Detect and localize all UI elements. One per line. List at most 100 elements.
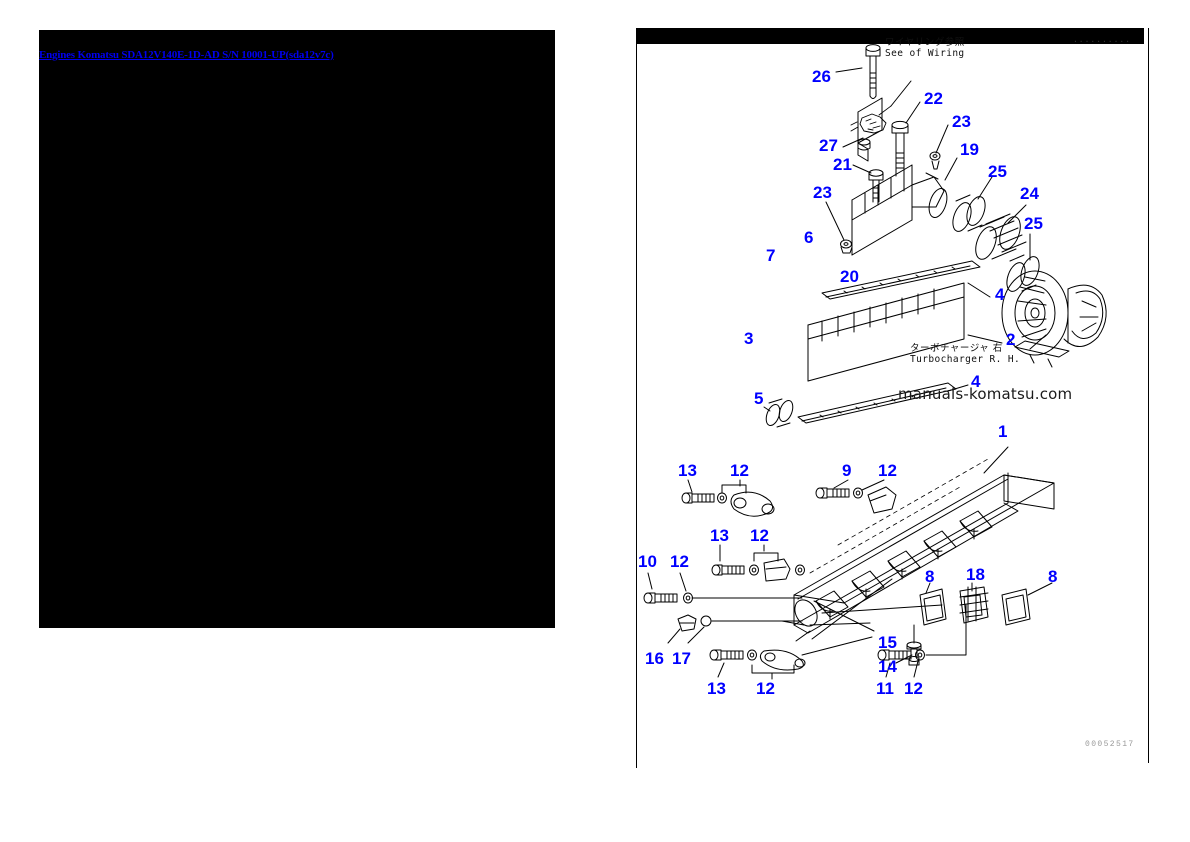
- part-23-washer-upper: [930, 152, 940, 169]
- part-2-manifold: [808, 283, 964, 381]
- callout-number-24[interactable]: 24: [1020, 184, 1039, 203]
- callout-number-14[interactable]: 14: [878, 657, 897, 676]
- callout-number-12[interactable]: 12: [904, 679, 923, 698]
- callout-number-2[interactable]: 2: [1006, 330, 1016, 349]
- callout-number-4[interactable]: 4: [995, 285, 1005, 304]
- part-23-washer-lower: [841, 240, 853, 253]
- part-9-bolt: [816, 488, 849, 498]
- leader-25a: [978, 177, 992, 199]
- leader-12f: [914, 661, 918, 677]
- callout-number-17[interactable]: 17: [672, 649, 691, 668]
- part-12-washer-e: [684, 593, 693, 603]
- assembly-line-11: [926, 605, 966, 655]
- leader-12b: [862, 480, 884, 490]
- callout-number-12[interactable]: 12: [750, 526, 769, 545]
- part-12-washer-b: [854, 488, 863, 498]
- annotation-turbocharger-jp: ターボチャージャ 右: [910, 343, 1003, 354]
- callout-number-23[interactable]: 23: [952, 112, 971, 131]
- leader-21: [853, 165, 871, 173]
- leader-4b: [948, 385, 968, 391]
- part-21-bolt: [869, 170, 883, 202]
- part-12-washer-c: [750, 565, 759, 575]
- leader-23b: [826, 202, 844, 240]
- callout-number-8[interactable]: 8: [925, 567, 935, 586]
- callout-number-16[interactable]: 16: [645, 649, 664, 668]
- callout-number-8[interactable]: 8: [1048, 567, 1058, 586]
- part-18-spacer: [960, 587, 988, 623]
- callout-number-3[interactable]: 3: [744, 329, 754, 348]
- part-12-washer-d: [796, 565, 805, 575]
- diagram-top-bar: [636, 28, 1144, 44]
- leader-12d: [680, 573, 686, 591]
- callout-number-6[interactable]: 6: [804, 228, 814, 247]
- hidden-construction-lines: [810, 459, 988, 573]
- callout-number-12[interactable]: 12: [756, 679, 775, 698]
- clamp-piece-b: [764, 559, 790, 581]
- part-8-gasket-right: [1002, 589, 1030, 625]
- wiring-harness-sketch: [851, 106, 891, 133]
- diagram-code-top: ..........: [1073, 36, 1132, 45]
- part-12-washer-f: [748, 650, 757, 660]
- callout-number-11[interactable]: 11: [876, 679, 894, 698]
- bracket-12-c: [752, 665, 794, 673]
- part-22-bolt: [892, 121, 908, 176]
- part-26-stud-bolt: [866, 45, 880, 99]
- callout-number-18[interactable]: 18: [966, 565, 985, 584]
- callout-number-21[interactable]: 21: [833, 155, 852, 174]
- diagram-frame-left-border: [636, 28, 637, 768]
- callout-number-22[interactable]: 22: [924, 89, 943, 108]
- callout-number-5[interactable]: 5: [754, 389, 764, 408]
- leader-17: [688, 627, 704, 643]
- leader-5: [764, 407, 770, 411]
- part-13-bolt-a: [682, 493, 714, 503]
- leader-23a: [936, 125, 948, 153]
- callout-number-13[interactable]: 13: [710, 526, 729, 545]
- callout-number-19[interactable]: 19: [960, 140, 979, 159]
- part-13-bolt-c: [710, 650, 743, 660]
- part-1-exhaust-manifold: [790, 473, 1054, 633]
- part-16-nut: [678, 615, 696, 631]
- part-5-seals: [764, 399, 796, 428]
- assembly-line-18: [812, 579, 892, 639]
- part-14-bolt: [907, 625, 921, 665]
- callout-number-7[interactable]: 7: [766, 246, 776, 265]
- annotation-see-wiring: ワイヤリング参照 See of Wiring: [885, 37, 965, 59]
- annotation-turbocharger: ターボチャージャ 右 Turbocharger R. H.: [910, 343, 1020, 365]
- callout-number-26[interactable]: 26: [812, 67, 831, 86]
- leader-22: [906, 102, 920, 123]
- diagram-code-bottom: 00052517: [1085, 740, 1135, 749]
- callout-number-13[interactable]: 13: [707, 679, 726, 698]
- part-13-bolt-b: [712, 565, 744, 575]
- callout-number-12[interactable]: 12: [670, 552, 689, 571]
- leader-9: [834, 480, 848, 488]
- callout-number-25[interactable]: 25: [988, 162, 1007, 181]
- callout-number-9[interactable]: 9: [842, 461, 852, 480]
- diagram-frame-right-border: [1148, 28, 1149, 763]
- assembly-line-8: [822, 605, 942, 613]
- callout-number-4[interactable]: 4: [971, 372, 981, 391]
- leader-16: [668, 629, 680, 643]
- watermark: manuals-komatsu.com: [898, 385, 1073, 403]
- part-19-elbow: [912, 173, 950, 220]
- callout-number-23[interactable]: 23: [813, 183, 832, 202]
- callout-number-27[interactable]: 27: [819, 136, 838, 155]
- callout-number-1[interactable]: 1: [998, 422, 1008, 441]
- leader-1: [984, 447, 1008, 473]
- part-11-bolt: [878, 650, 911, 660]
- leader-8a: [926, 583, 930, 593]
- leader-4a: [968, 283, 990, 297]
- callout-number-20[interactable]: 20: [840, 267, 859, 286]
- annotation-see-wiring-jp: ワイヤリング参照: [885, 37, 965, 48]
- callout-number-25[interactable]: 25: [1024, 214, 1043, 233]
- part-10-bolt: [644, 593, 677, 603]
- part-8-gasket-left: [920, 589, 946, 625]
- callout-number-10[interactable]: 10: [638, 552, 657, 571]
- callout-number-12[interactable]: 12: [878, 461, 897, 480]
- annotation-see-wiring-en: See of Wiring: [885, 48, 965, 59]
- document-title-link[interactable]: Engines Komatsu SDA12V140E-1D-AD S/N 100…: [39, 49, 334, 61]
- callout-number-15[interactable]: 15: [878, 633, 897, 652]
- callout-number-13[interactable]: 13: [678, 461, 697, 480]
- annotation-turbocharger-en: Turbocharger R. H.: [910, 354, 1021, 365]
- leader-10: [648, 573, 652, 589]
- callout-number-12[interactable]: 12: [730, 461, 749, 480]
